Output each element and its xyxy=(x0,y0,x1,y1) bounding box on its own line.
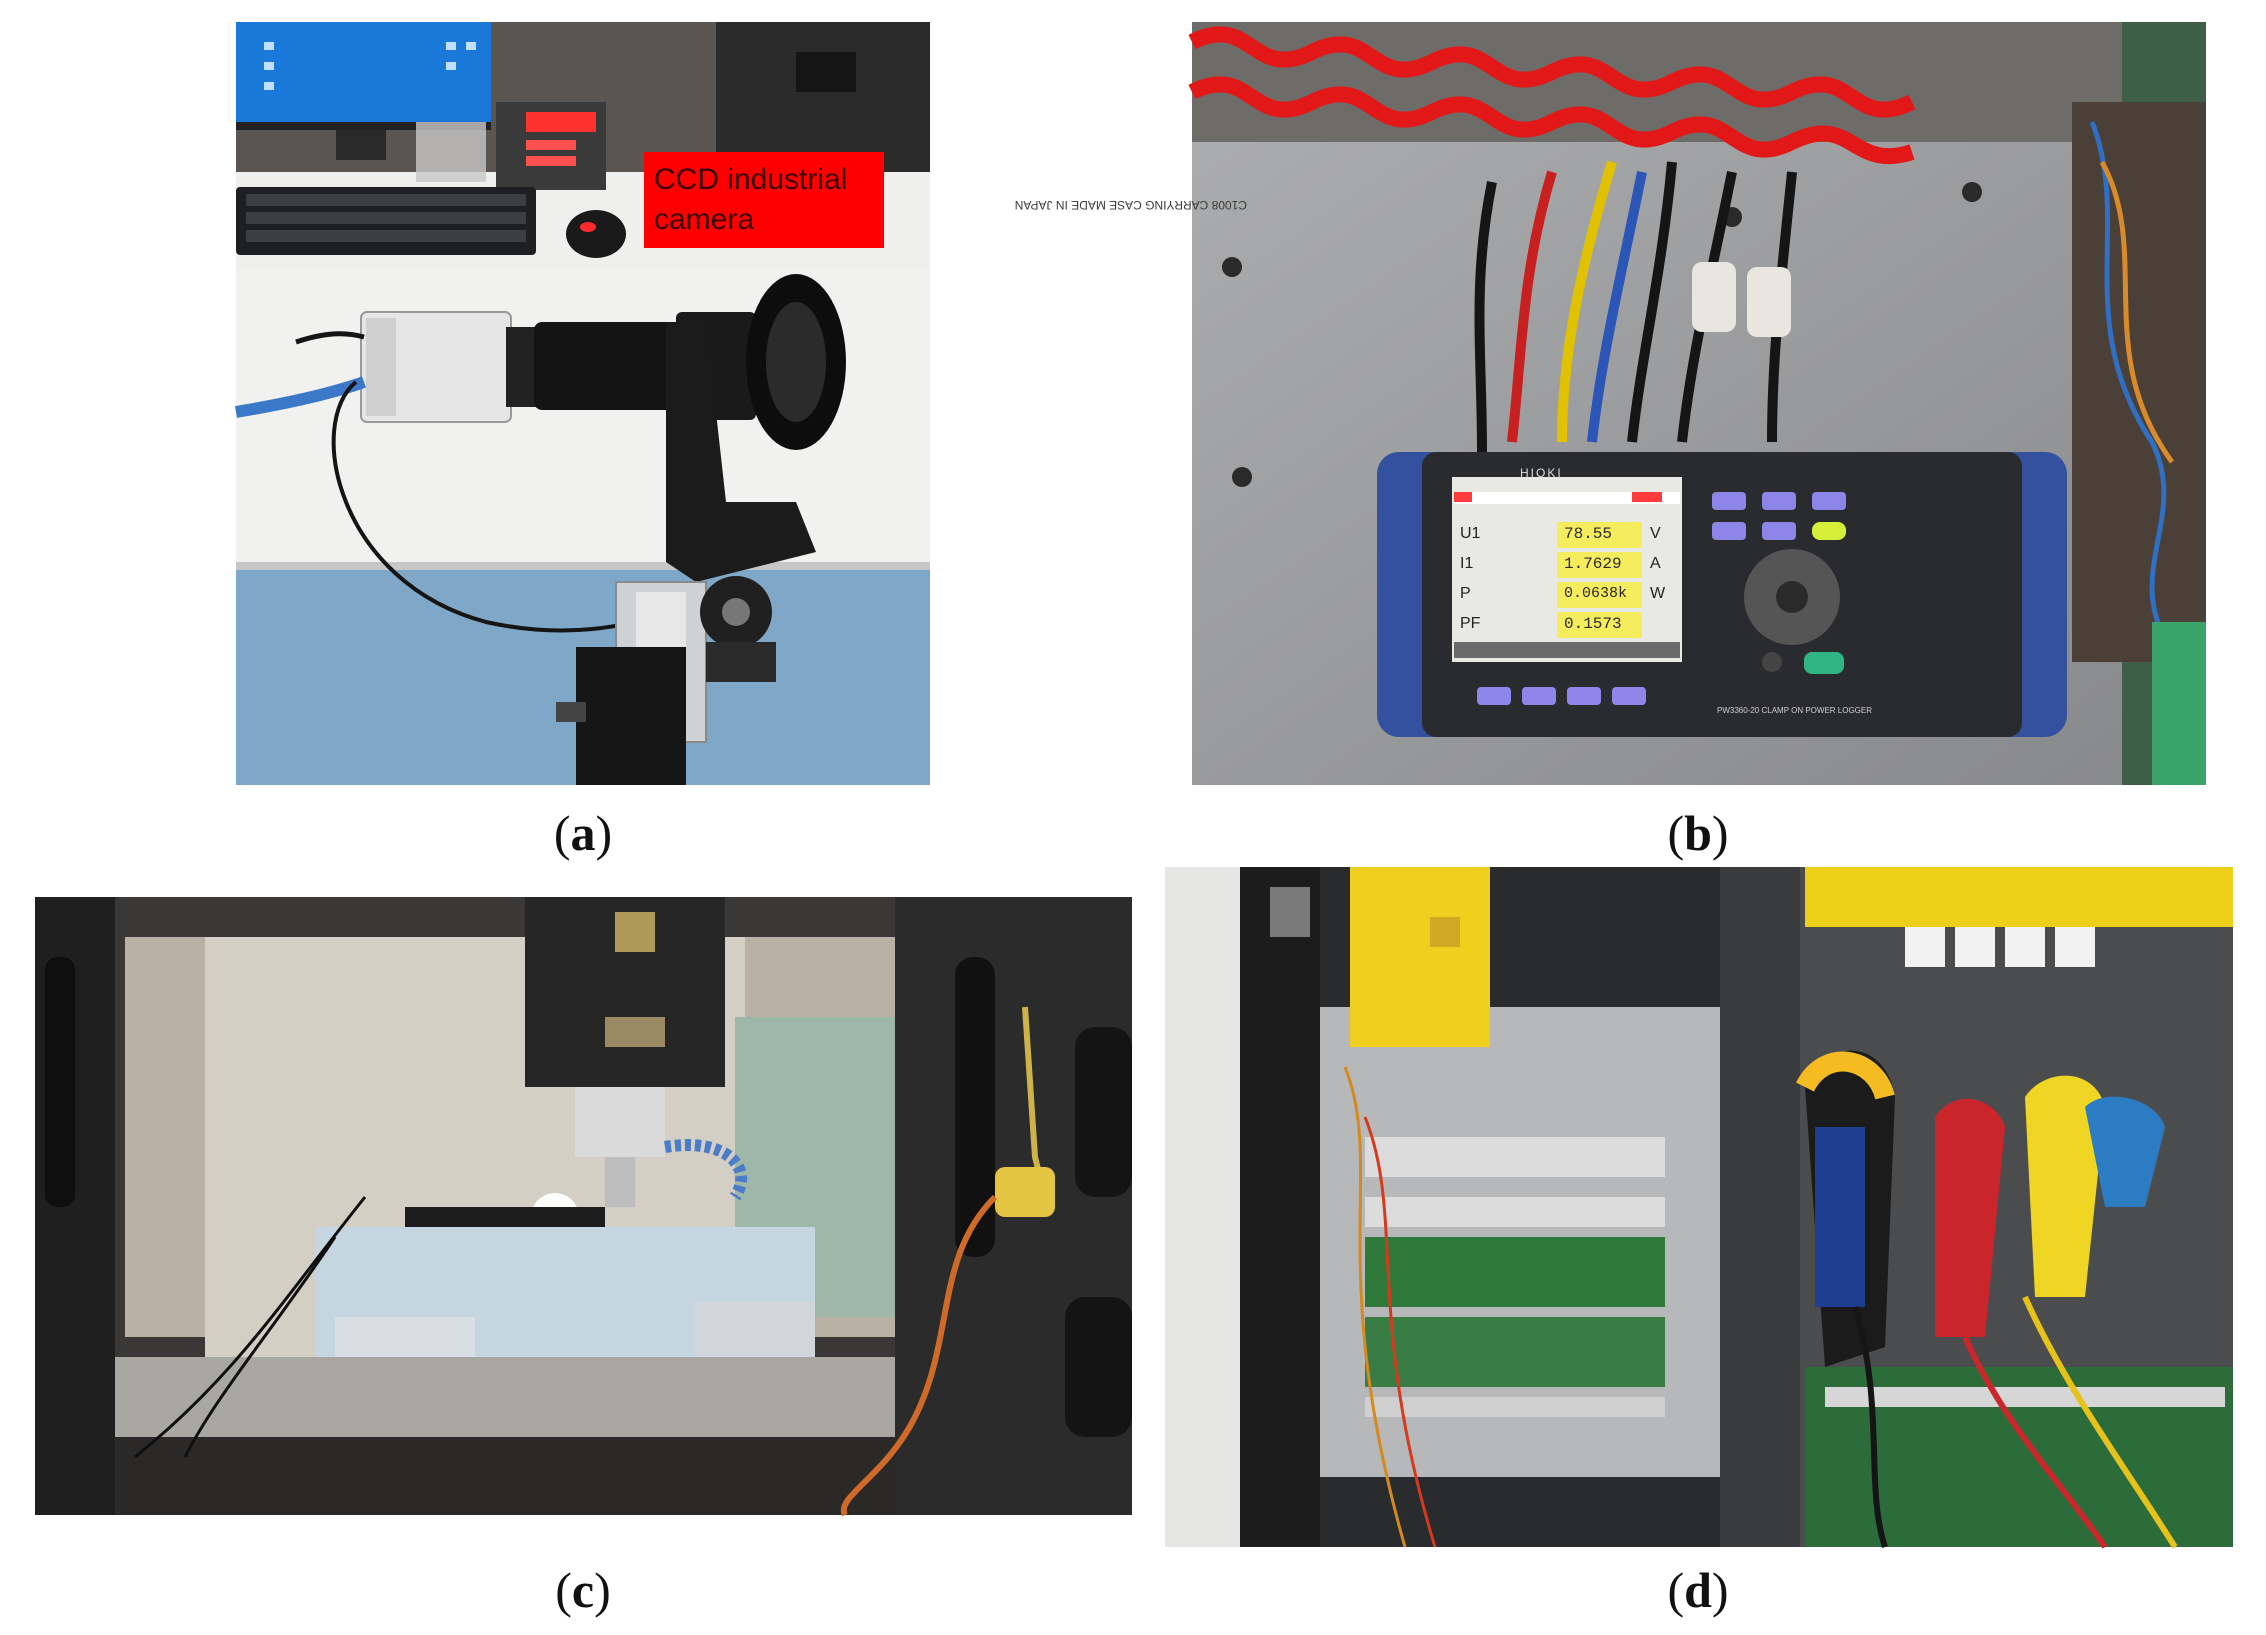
meter-row-u1-name: U1 xyxy=(1460,525,1481,542)
panel-c-scene xyxy=(35,897,1132,1517)
meter-row-p-name: P xyxy=(1460,585,1471,602)
meter-row-u1-unit: V xyxy=(1650,525,1661,542)
meter-row-i1-value: 1.7629 xyxy=(1564,555,1622,573)
panel-a-scene xyxy=(235,270,930,785)
panel-b-photo: HIOKI U1 78.55 V I1 1.7629 A P 0.0638k W… xyxy=(1015,22,2206,785)
panel-c-photo xyxy=(35,897,1132,1517)
meter-row-pf-value: 0.1573 xyxy=(1564,615,1622,633)
meter-row-p-unit: W xyxy=(1650,585,1666,602)
meter-model: PW3360-20 CLAMP ON POWER LOGGER xyxy=(1717,706,1873,715)
caption-d: (d) xyxy=(1667,1562,1729,1618)
meter-row-i1-unit: A xyxy=(1650,555,1661,572)
panel-d-photo xyxy=(1165,867,2233,1549)
caption-b: (b) xyxy=(1667,805,1729,861)
panel-d-scene xyxy=(1165,867,2233,1549)
meter-row-u1-value: 78.55 xyxy=(1564,525,1613,543)
panel-a-photo: CCD industrial camera xyxy=(235,22,930,785)
caption-a: (a) xyxy=(553,805,613,861)
meter-row-p-value: 0.0638k xyxy=(1564,585,1628,602)
case-text: C1008 CARRYING CASE MADE IN JAPAN xyxy=(1014,198,1247,212)
meter-row-i1-name: I1 xyxy=(1460,555,1474,572)
meter-brand: HIOKI xyxy=(1520,466,1563,480)
caption-c: (c) xyxy=(555,1562,611,1618)
ccd-camera-label: CCD industrial camera xyxy=(644,152,884,248)
panel-a-inset-desk: CCD industrial camera xyxy=(236,22,930,270)
panel-b-scene xyxy=(1188,22,2206,785)
meter-row-pf-name: PF xyxy=(1460,615,1481,632)
desk-scene xyxy=(236,22,930,270)
